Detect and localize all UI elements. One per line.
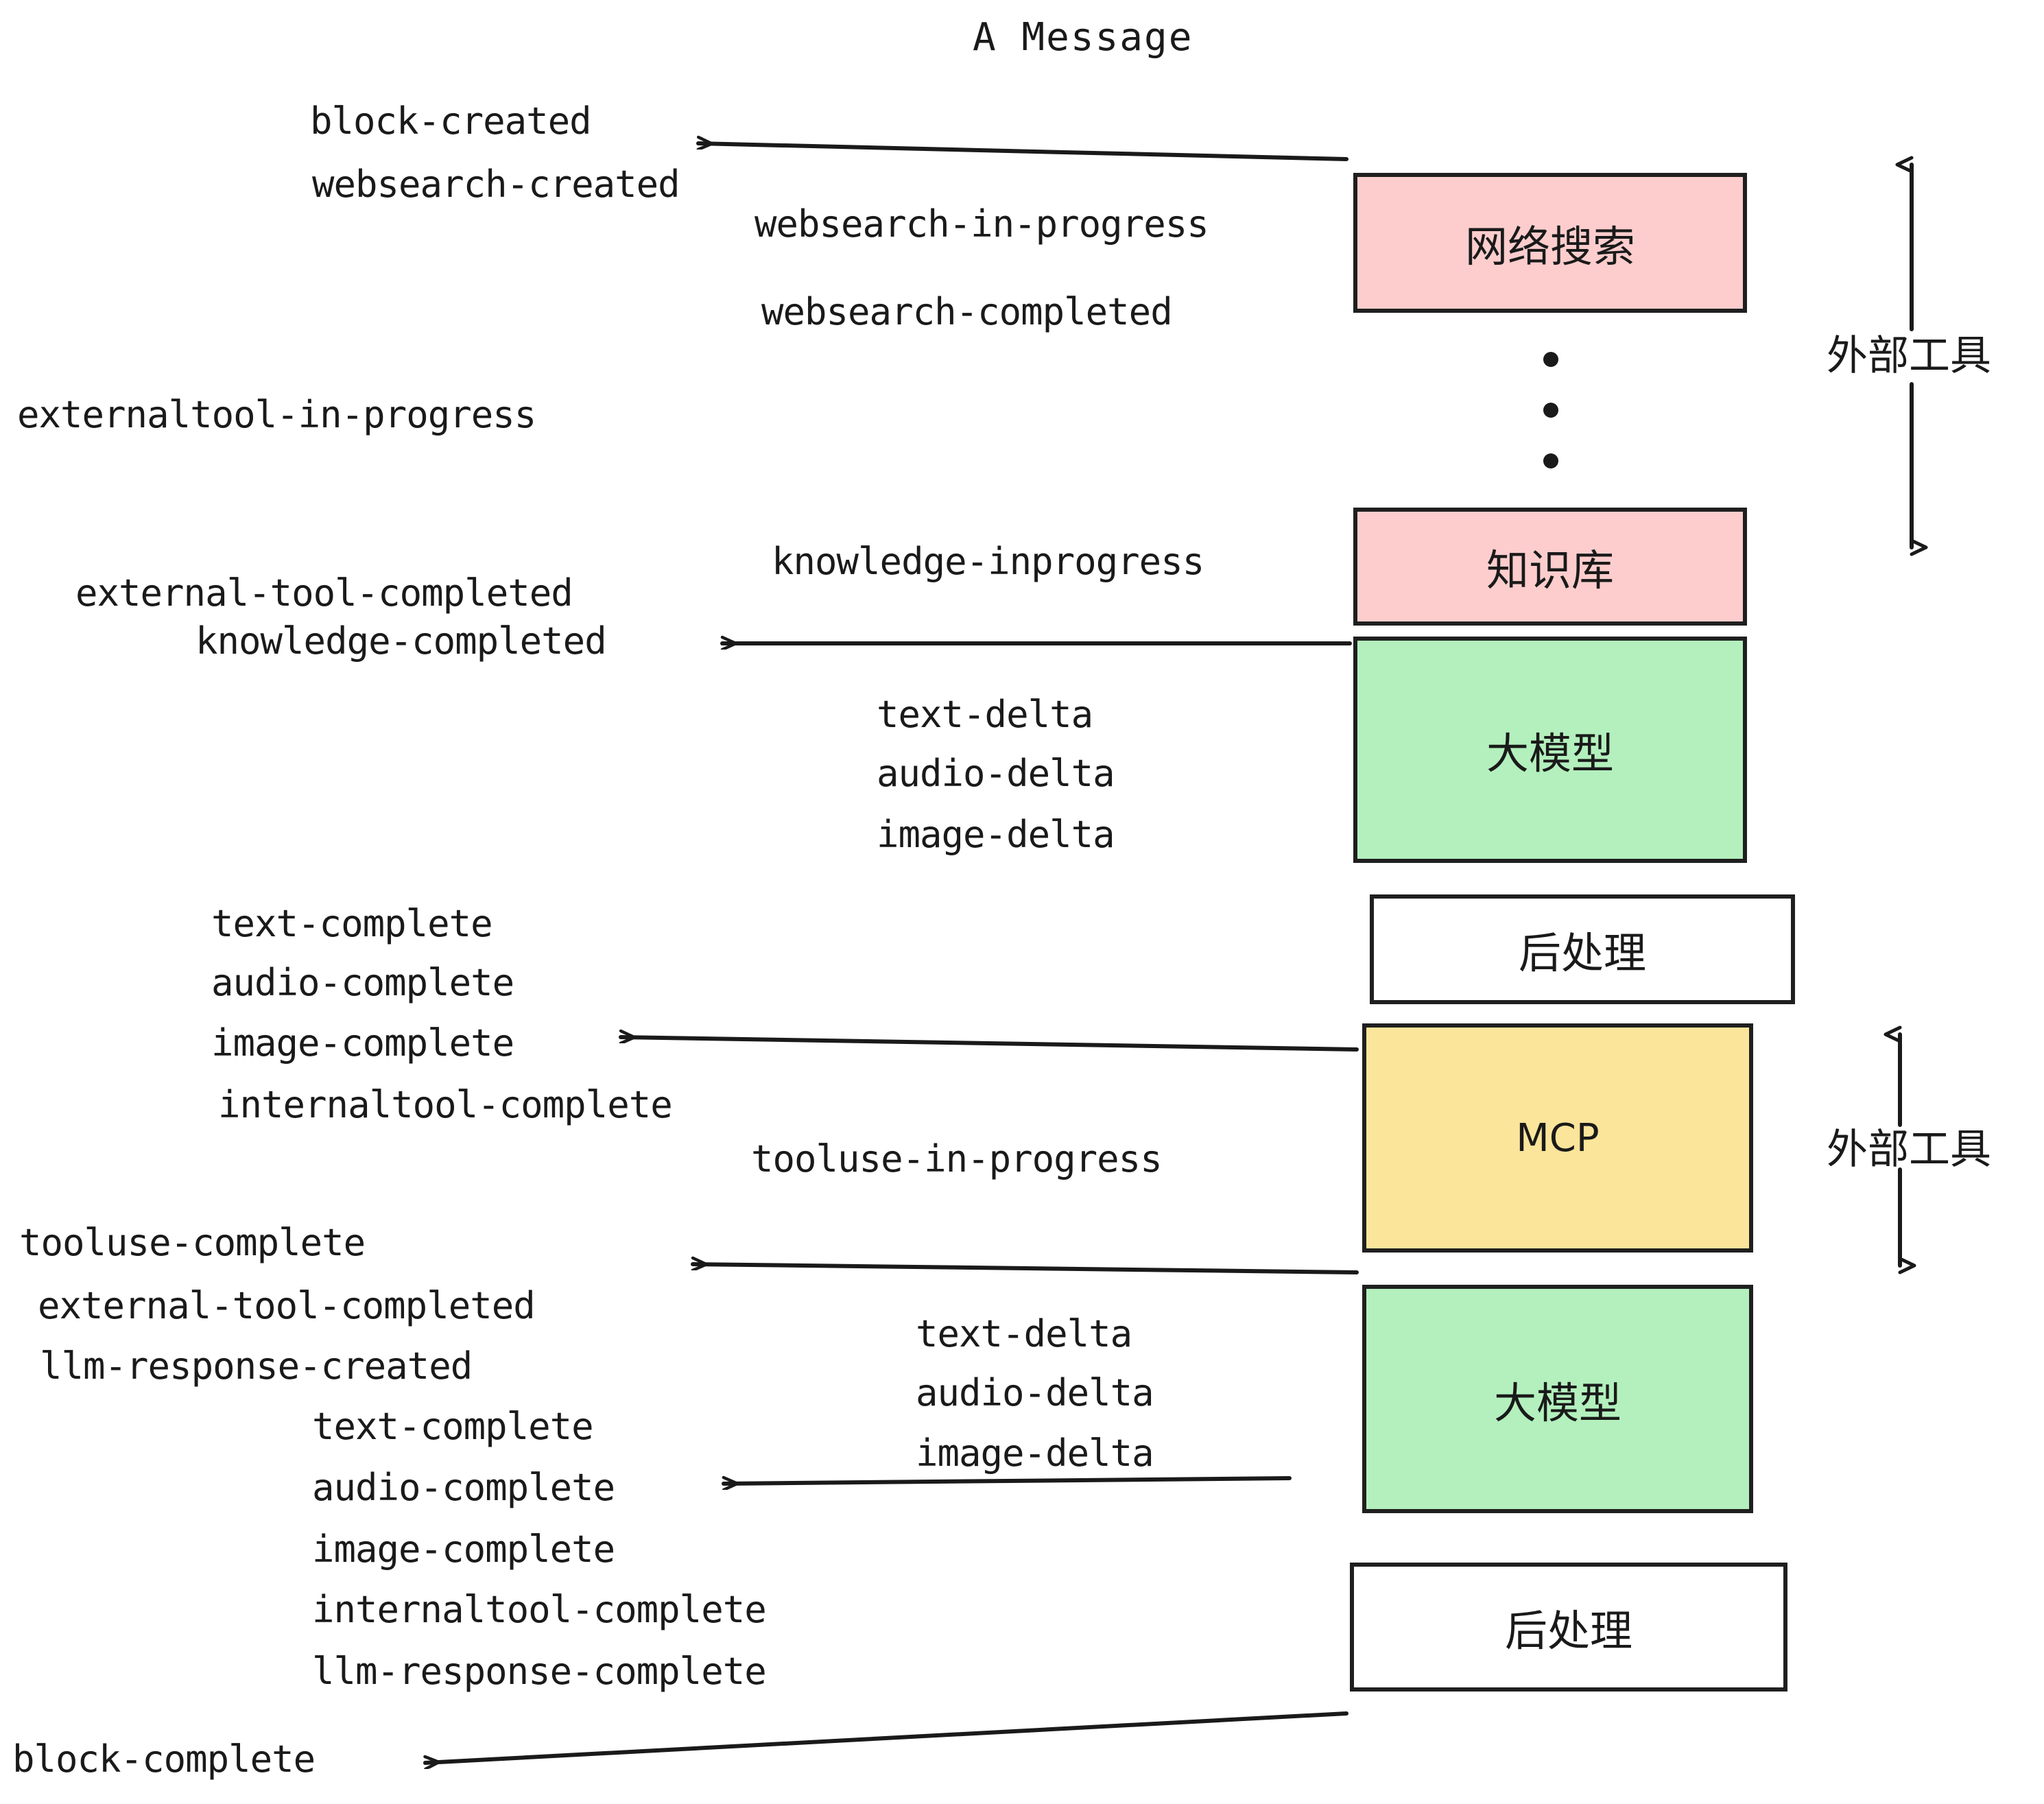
event-label-tooluse-in-progress: tooluse-in-progress bbox=[751, 1137, 1163, 1180]
event-label-internaltool-complete-1: internaltool-complete bbox=[218, 1083, 673, 1126]
arrow-mcp-to-left bbox=[619, 1037, 1359, 1052]
arrow-websearch-to-left bbox=[696, 143, 1348, 161]
event-label-text-complete-1: text-complete bbox=[211, 902, 493, 945]
node-knowledge: 知识库 bbox=[1353, 508, 1747, 626]
event-label-internaltool-complete-2: internaltool-complete bbox=[312, 1588, 767, 1631]
node-label-llm-2: 大模型 bbox=[1493, 1377, 1621, 1428]
event-label-websearch-completed: websearch-completed bbox=[761, 290, 1173, 333]
event-label-image-delta-1: image-delta bbox=[877, 813, 1115, 856]
event-label-text-delta-2: text-delta bbox=[916, 1312, 1132, 1355]
node-label-mcp: MCP bbox=[1516, 1115, 1600, 1161]
node-label-post-1: 后处理 bbox=[1518, 928, 1646, 978]
ellipsis-dot bbox=[1543, 403, 1558, 418]
event-label-tooluse-complete: tooluse-complete bbox=[19, 1221, 366, 1264]
node-label-websearch: 网络搜索 bbox=[1464, 222, 1635, 272]
event-label-audio-delta-2: audio-delta bbox=[916, 1371, 1154, 1414]
event-label-audio-complete-2: audio-complete bbox=[312, 1466, 615, 1509]
event-label-image-complete-1: image-complete bbox=[211, 1021, 514, 1065]
arrow-llm2-audio bbox=[722, 1478, 1292, 1484]
event-label-websearch-created: websearch-created bbox=[312, 163, 680, 206]
event-label-text-delta-1: text-delta bbox=[877, 693, 1093, 736]
ellipsis-dot bbox=[1543, 352, 1558, 367]
event-label-image-delta-2: image-delta bbox=[916, 1432, 1154, 1475]
event-label-text-complete-2: text-complete bbox=[312, 1405, 594, 1448]
node-label-knowledge: 知识库 bbox=[1486, 545, 1614, 595]
ellipsis-dot bbox=[1543, 453, 1558, 468]
arrow-post2-to-left bbox=[423, 1711, 1348, 1763]
node-llm-1: 大模型 bbox=[1353, 637, 1747, 863]
node-label-post-2: 后处理 bbox=[1504, 1606, 1632, 1656]
node-post-2: 后处理 bbox=[1350, 1563, 1787, 1692]
event-label-external-tool-completed-1: external-tool-completed bbox=[75, 571, 573, 615]
event-label-block-complete: block-complete bbox=[12, 1737, 316, 1781]
vertical-ellipsis-icon bbox=[1543, 352, 1558, 468]
event-label-websearch-in-progress: websearch-in-progress bbox=[754, 202, 1209, 246]
node-label-llm-1: 大模型 bbox=[1486, 728, 1614, 779]
event-label-llm-response-complete: llm-response-complete bbox=[312, 1650, 767, 1693]
event-label-external-tool-completed-2: external-tool-completed bbox=[38, 1284, 536, 1327]
event-label-knowledge-inprogress: knowledge-inprogress bbox=[772, 540, 1204, 583]
event-label-llm-response-created: llm-response-created bbox=[40, 1344, 473, 1388]
side-label-external-tools-top: 外部工具 bbox=[1827, 332, 1991, 380]
event-label-block-created: block-created bbox=[310, 99, 592, 143]
event-label-knowledge-completed: knowledge-completed bbox=[195, 619, 607, 663]
node-llm-2: 大模型 bbox=[1362, 1285, 1753, 1513]
event-label-externaltool-in-progress: externaltool-in-progress bbox=[17, 393, 536, 436]
node-mcp: MCP bbox=[1362, 1023, 1753, 1253]
node-post-1: 后处理 bbox=[1370, 894, 1795, 1004]
node-websearch: 网络搜索 bbox=[1353, 173, 1747, 313]
event-label-audio-delta-1: audio-delta bbox=[877, 752, 1115, 795]
event-label-audio-complete-1: audio-complete bbox=[211, 961, 514, 1004]
page-title: A Message bbox=[973, 15, 1193, 60]
arrow-llm2-to-left bbox=[691, 1264, 1359, 1274]
side-label-external-tools-bottom: 外部工具 bbox=[1827, 1126, 1991, 1174]
event-label-image-complete-2: image-complete bbox=[312, 1528, 615, 1571]
